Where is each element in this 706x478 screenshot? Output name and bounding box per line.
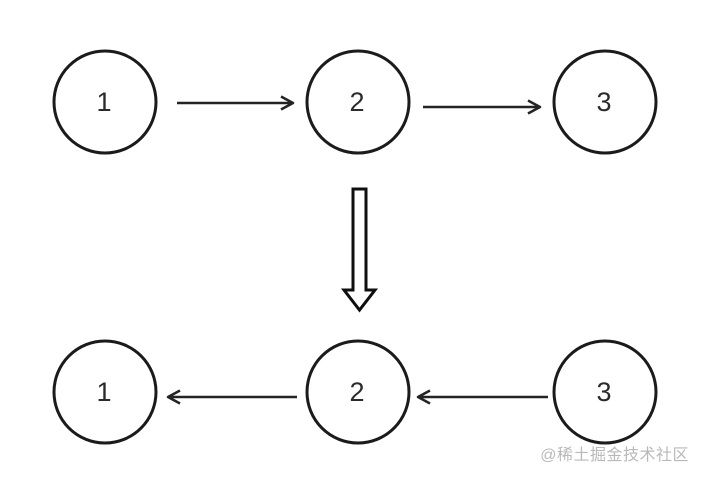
- node-label: 2: [349, 87, 364, 117]
- top-list: 1 2 3: [52, 49, 658, 155]
- hollow-down-arrow-icon: [340, 187, 379, 313]
- node-circle: [52, 49, 158, 155]
- node-label: 3: [596, 87, 611, 117]
- top-node-3: 3: [552, 49, 658, 155]
- top-node-2: 2: [305, 49, 411, 155]
- node-circle: [52, 339, 158, 445]
- node-label: 2: [349, 377, 364, 407]
- top-node-1: 1: [52, 49, 158, 155]
- node-circle: [552, 49, 658, 155]
- bottom-node-1: 1: [52, 339, 158, 445]
- node-label: 1: [96, 87, 111, 117]
- bottom-list: 1 2 3: [52, 339, 658, 445]
- node-circle: [552, 339, 658, 445]
- node-circle: [305, 339, 411, 445]
- arrow-right-1-to-2: [177, 95, 295, 111]
- watermark-text: @稀土掘金技术社区: [540, 447, 689, 464]
- node-label: 3: [596, 377, 611, 407]
- arrow-left-3-to-2: [416, 389, 548, 405]
- node-circle: [305, 49, 411, 155]
- node-label: 1: [96, 377, 111, 407]
- arrow-right-2-to-3: [423, 99, 542, 115]
- bottom-node-2: 2: [305, 339, 411, 445]
- bottom-node-3: 3: [552, 339, 658, 445]
- arrow-left-2-to-1: [166, 389, 297, 405]
